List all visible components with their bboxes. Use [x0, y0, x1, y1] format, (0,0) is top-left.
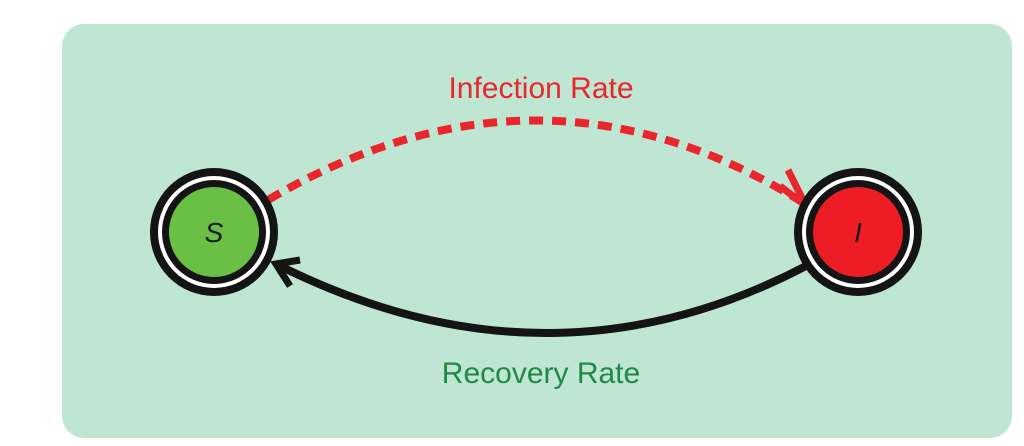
recovery-rate-label: Recovery Rate — [442, 357, 640, 390]
node-fill — [813, 187, 903, 277]
infection-arrow-path — [265, 116, 805, 206]
recovery-arrow-path — [278, 262, 808, 337]
arrowhead-icon — [270, 256, 301, 288]
node-label-i: I — [854, 217, 862, 248]
node-infected: I — [794, 168, 922, 296]
infection-rate-label: Infection Rate — [448, 72, 633, 105]
node-label-s: S — [205, 217, 224, 248]
node-fill — [169, 187, 259, 277]
node-susceptible: S — [150, 168, 278, 296]
recovery-edge — [270, 256, 808, 337]
diagram-panel — [62, 24, 1012, 438]
